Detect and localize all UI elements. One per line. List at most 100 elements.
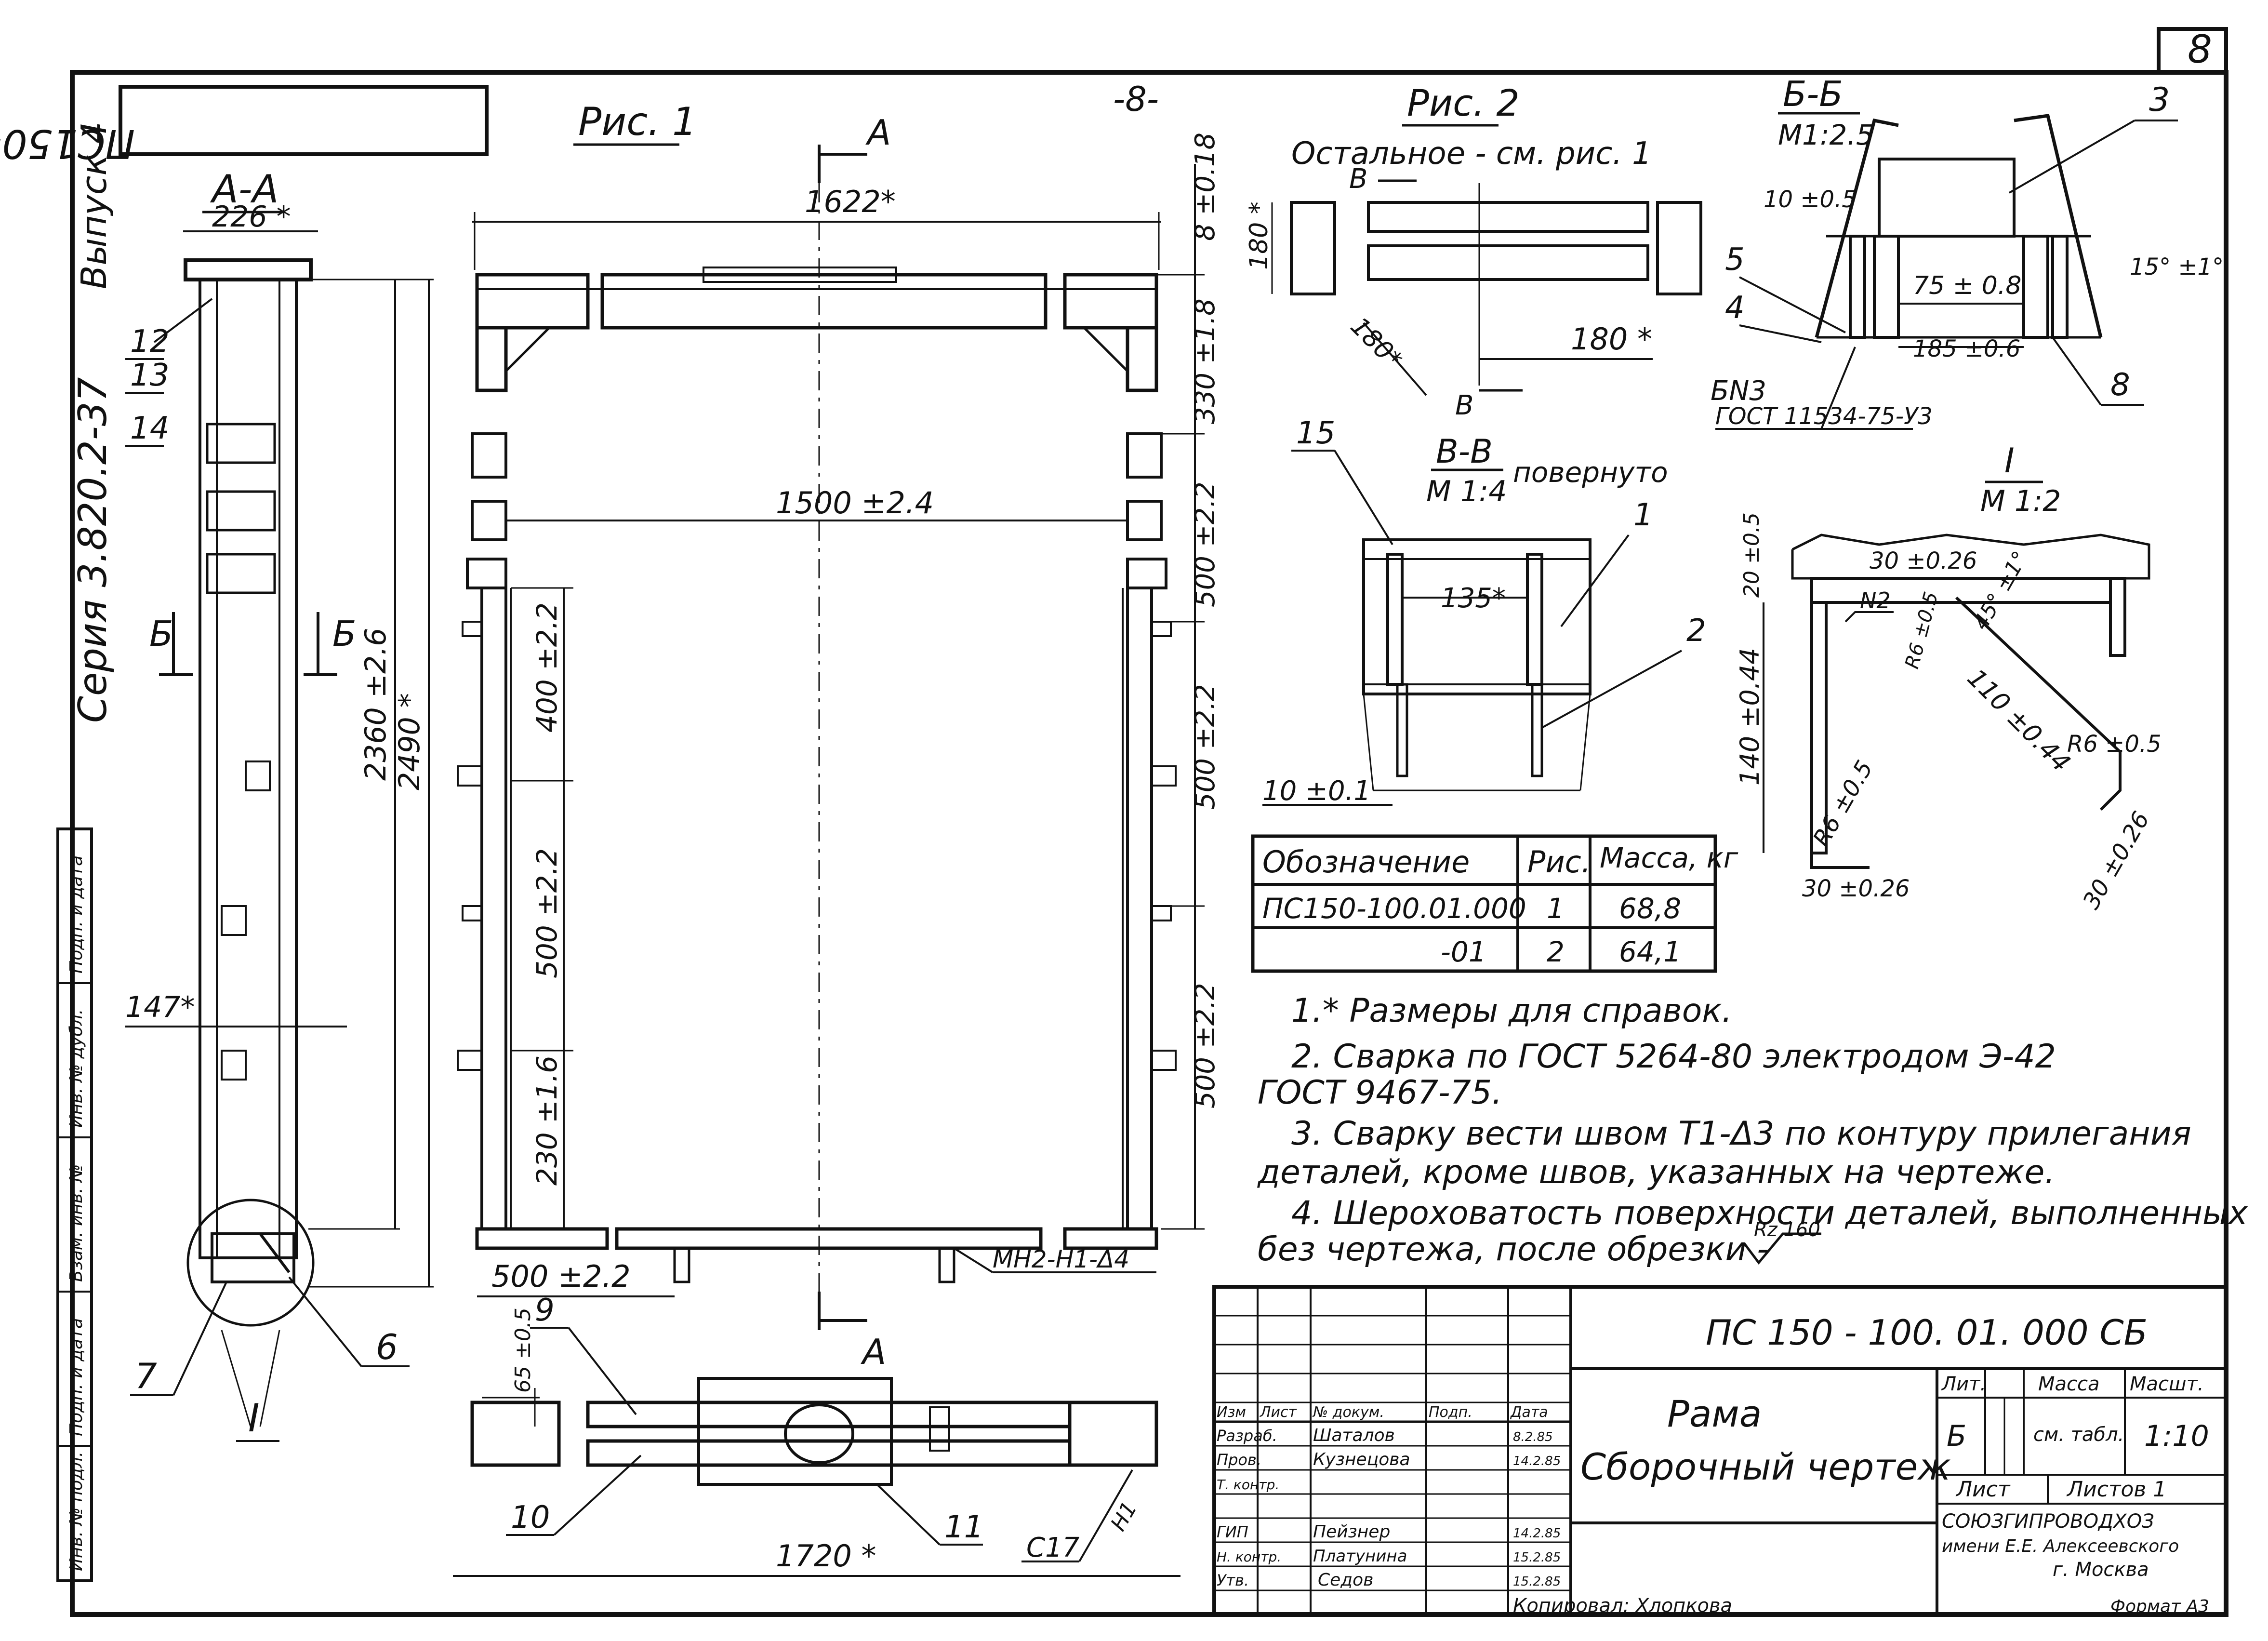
side-strip-cell-3: Взам. инв. № (66, 1164, 86, 1282)
fig2-view: Рис. 2 Остальное - см. рис. 1 180 * 180*… (1245, 81, 1702, 421)
dim-500-left: 500 ±2.2 (531, 848, 563, 978)
tb-copied-by: Копировал: Хлопкова (1513, 1595, 1732, 1617)
tb-date-2: 14.2.85 (1513, 1454, 1561, 1468)
note-2b: ГОСТ 9467-75. (1258, 1074, 1502, 1112)
callout-1: 1 (1633, 497, 1653, 533)
dim-147: 147* (125, 990, 195, 1024)
dim-1622: 1622* (805, 184, 896, 219)
section-bb-scale: М1:2.5 (1778, 119, 1874, 151)
tb-org-1: СОЮЗГИПРОВОДХОЗ (1942, 1510, 2154, 1533)
side-strip-cell-5: Подп. и дата (66, 855, 86, 974)
tb-scale-label: Масшт. (2130, 1373, 2204, 1395)
cut-v-bottom: В (1455, 390, 1473, 421)
detail-i-scale: М 1:2 (1980, 484, 2061, 518)
dim-1720: 1720 * (776, 1538, 876, 1574)
section-bb-view: Б-Б М1:2.5 10 ±0.5 75 ± 0.8 185 ±0.6 15°… (1711, 74, 2224, 430)
sheet-corner-number: 8 (2188, 27, 2212, 72)
dim-10: 10 ±0.5 (1764, 186, 1857, 213)
weld-h1: Н1 (1106, 1497, 1142, 1535)
dim-45deg: 45° ±1° (1968, 547, 2033, 634)
corner-sheet-box (2157, 27, 2228, 74)
tb-name-2: Кузнецова (1313, 1450, 1410, 1469)
tb-role-2: Пров. (1217, 1451, 1261, 1469)
fig2-title: Рис. 2 (1407, 81, 1520, 124)
dim-500-r2: 500 ±2.2 (1190, 684, 1221, 810)
tb-role-6: Утв. (1217, 1571, 1249, 1589)
callout-8: 8 (2110, 367, 2130, 403)
callout-3: 3 (2149, 81, 2170, 119)
callout-13: 13 (130, 358, 169, 393)
dim-140: 140 ±0.44 (1735, 648, 1765, 786)
dim-230: 230 ±1.6 (531, 1055, 563, 1186)
callout-10: 10 (511, 1500, 550, 1535)
dim-20: 20 ±0.5 (1739, 512, 1764, 598)
fig1-title: Рис. 1 (578, 99, 697, 144)
table-header-fig: Рис. (1527, 844, 1591, 880)
callout-15: 15 (1296, 415, 1335, 451)
callout-9: 9 (535, 1293, 555, 1328)
notes-block: 1.* Размеры для справок. 2. Сварка по ГО… (1257, 992, 2248, 1268)
tb-lit-value: Б (1947, 1419, 1966, 1453)
section-vv-scale: М 1:4 (1426, 475, 1507, 508)
note-3: 3. Сварку вести швом Т1-Δ3 по контуру пр… (1291, 1115, 2191, 1153)
dim-8: 8 ±0.18 (1190, 133, 1221, 241)
tb-lit-label: Лит. (1941, 1373, 1986, 1395)
note-2: 2. Сварка по ГОСТ 5264-80 электродом Э-4… (1291, 1038, 2056, 1076)
tb-date-6: 15.2.85 (1513, 1574, 1561, 1589)
dim-r6-b: R6 ±0.5 (1808, 756, 1878, 851)
dim-500-r1: 500 ±2.2 (1190, 481, 1221, 607)
bottom-view: 65 ±0.5 9 10 11 1720 * С17 Н1 (453, 1293, 1180, 1577)
weld-mark-bb: БN3 (1711, 375, 1766, 407)
series-label: Серия 3.820.2-37 (70, 377, 115, 723)
table-header-mass: Масса, кг (1600, 841, 1738, 874)
dim-226: 226 * (212, 200, 291, 234)
dim-65: 65 ±0.5 (511, 1307, 535, 1393)
table-cell-r2c3: 64,1 (1619, 935, 1681, 968)
callout-4: 4 (1725, 290, 1745, 326)
cut-v-top: В (1349, 163, 1367, 195)
dim-180-left: 180 * (1245, 201, 1273, 270)
tb-role-3: Т. контр. (1217, 1477, 1279, 1493)
tb-hdr-date: Дата (1510, 1404, 1548, 1421)
table-cell-r1c3: 68,8 (1619, 892, 1681, 925)
tb-hdr-izm: Изм (1217, 1404, 1246, 1421)
section-vv-rotated: повернуто (1513, 456, 1668, 489)
table-cell-r2c2: 2 (1547, 935, 1565, 968)
table-cell-r1c1: ПС150-100.01.000 (1262, 892, 1526, 925)
callout-14: 14 (130, 411, 169, 446)
title-block: Изм Лист № докум. Подп. Дата Разраб. Шат… (1212, 1285, 2228, 1617)
callout-11: 11 (944, 1509, 983, 1545)
section-b-mark-left: Б (149, 614, 173, 654)
issue-label: Выпуск 4 (74, 121, 114, 289)
callout-7: 7 (135, 1356, 157, 1396)
fig2-subtitle: Остальное - см. рис. 1 (1291, 136, 1652, 172)
dim-30-bottom: 30 ±0.26 (1802, 875, 1910, 902)
tb-date-1: 8.2.85 (1513, 1430, 1553, 1444)
side-strip (56, 827, 93, 1582)
dim-500-bottom: 500 ±2.2 (491, 1259, 631, 1294)
roughness-symbol: Rz 160 (1754, 1219, 1820, 1241)
dim-15deg: 15° ±1° (2130, 253, 2224, 280)
section-b-mark-right: Б (332, 614, 356, 654)
tb-date-5: 15.2.85 (1513, 1550, 1561, 1565)
detail-mark-i: I (248, 1396, 260, 1441)
cut-a-bottom: А (861, 1332, 886, 1372)
page-number-top: -8- (1113, 80, 1159, 119)
dim-10-vv: 10 ±0.1 (1262, 775, 1371, 807)
tb-org-3: г. Москва (2053, 1559, 2149, 1581)
detail-i-title: I (2004, 441, 2015, 480)
callout-2: 2 (1686, 613, 1706, 649)
section-vv-title: В-В (1436, 433, 1493, 471)
weld-note-fig1: МН2-Н1-Δ4 (993, 1245, 1129, 1273)
callout-6: 6 (376, 1327, 398, 1367)
dim-110: 110 ±0.44 (1962, 664, 2076, 778)
tb-name-4: Пейзнер (1313, 1522, 1390, 1542)
dim-30-top: 30 ±0.26 (1870, 547, 1977, 574)
dim-30-right: 30 ±0.26 (2078, 807, 2155, 914)
tb-org-2: имени Е.Е. Алексеевского (1942, 1536, 2179, 1556)
tb-name-1: Шаталов (1313, 1426, 1395, 1445)
tb-mass-label: Масса (2038, 1373, 2100, 1395)
weld-c17: С17 (1026, 1532, 1080, 1563)
side-strip-cell-4: Инв. № дубл. (66, 1009, 86, 1128)
tb-hdr-doc: № докум. (1312, 1404, 1384, 1421)
